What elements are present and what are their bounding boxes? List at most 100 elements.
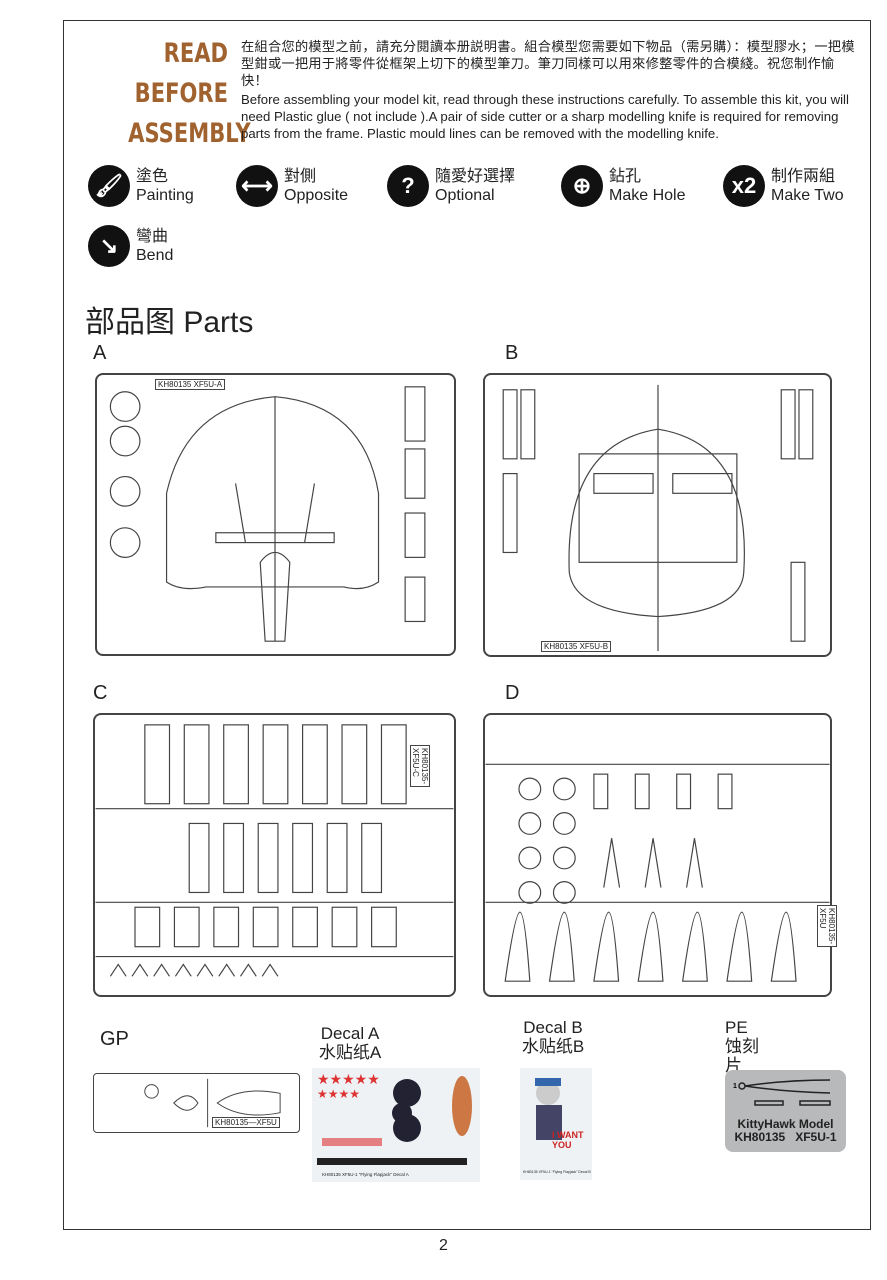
decal-a-label-zh: 水贴纸A: [318, 1043, 382, 1062]
sprue-d-tag: KH80135-XF5U: [817, 905, 837, 948]
sprue-part: [593, 773, 609, 810]
sprue-part: [686, 838, 703, 888]
sprue-part: [518, 846, 542, 870]
sprue-part: [173, 906, 200, 948]
legend-label-zh: 彎曲: [136, 228, 169, 245]
sprue-part: [252, 906, 279, 948]
sprue-part: [634, 773, 650, 810]
sprue-d-label: D: [505, 682, 520, 704]
legend-label-zh: 對側: [284, 168, 317, 185]
photo-etch-fret: 1 KittyHawk Model KH80135 XF5U-1: [725, 1070, 846, 1152]
sprue-part: [485, 763, 830, 903]
sprue-b-tag: KH80135 XF5U-B: [541, 641, 612, 652]
sprue-part: [518, 777, 542, 801]
sprue-part: [518, 881, 542, 904]
sprue-b-label: B: [505, 342, 519, 364]
pe-part-1: 1: [733, 1083, 737, 1090]
read-before-assembly-heading: READ BEFORE ASSEMBLY: [128, 34, 251, 154]
sprue-part: [637, 911, 664, 982]
sprue-part: [552, 777, 576, 801]
sprue-part: [331, 906, 358, 948]
legend-label-en: Make Hole: [609, 187, 686, 204]
decal-a-caption: KH80135 XF5U-1 "Flying Flapjack" Decal A: [322, 1172, 409, 1177]
sprue-part: [153, 963, 170, 977]
sprue-gp: KH80135—XF5U: [93, 1073, 300, 1133]
sprue-part: [644, 838, 662, 888]
decal-b-label-zh: 水贴纸B: [521, 1037, 585, 1056]
sprue-part: [239, 963, 257, 977]
sprue-part: [371, 906, 397, 948]
sprue-a-tag: KH80135 XF5U-A: [155, 379, 226, 390]
sprue-part: [213, 906, 240, 948]
sprue-part: [109, 963, 127, 977]
sprue-part: [552, 812, 576, 835]
sprue-part: [262, 724, 289, 805]
sprue-part: [144, 724, 171, 805]
legend-make-hole: ⊕ 鉆孔 Make Hole: [561, 165, 685, 207]
legend-label-en: Painting: [136, 187, 194, 204]
drill-icon: ⊕: [561, 165, 603, 207]
gp-label: GP: [100, 1028, 129, 1050]
sprue-part: [134, 906, 161, 948]
heading-assembly: ASSEMBLY: [128, 118, 251, 149]
heading-before: BEFORE: [134, 78, 228, 109]
decal-b-caption: KH80135 XF5U-1 "Flying Flapjack" Decal B: [523, 1170, 591, 1174]
sprue-part: [257, 822, 279, 894]
question-icon: ?: [387, 165, 429, 207]
heading-read: READ: [163, 38, 228, 69]
sprue-part: [131, 963, 149, 977]
sprue-c-tag: KH80135-XF5U-C: [410, 745, 430, 788]
sprue-part: [717, 773, 733, 810]
sprue-a: KH80135 XF5U-A: [95, 373, 456, 656]
intro-zh: 在組合您的模型之前，請充分閱讀本册説明書。組合模型您需要如下物品（需另購）：模型…: [241, 39, 855, 88]
sprue-c: KH80135-XF5U-C: [93, 713, 456, 997]
sprue-part: [603, 838, 621, 888]
legend-label-en: Optional: [435, 187, 495, 204]
sprue-b: KH80135 XF5U-B: [483, 373, 832, 657]
legend-label-zh: 隨愛好選擇: [435, 168, 516, 185]
legend-painting: 🖌 塗色 Painting: [88, 165, 194, 207]
x2-icon: x2: [723, 165, 765, 207]
sprue-part: [218, 963, 236, 977]
sprue-part: [361, 822, 383, 894]
brush-icon: 🖌: [88, 165, 130, 207]
sprue-part: [681, 911, 708, 982]
sprue-part: [593, 911, 620, 982]
legend-label-zh: 鉆孔: [609, 168, 642, 185]
sprue-part: [183, 724, 210, 805]
pe-code: KH80135: [734, 1130, 786, 1144]
decal-b-label-en: Decal B: [523, 1018, 583, 1037]
sprue-part: [223, 822, 245, 894]
pe-label-en: PE: [725, 1018, 748, 1037]
decal-a-label-en: Decal A: [320, 1024, 380, 1043]
sprue-part: [261, 963, 279, 977]
decal-sheet-a: ★★★★★★★★★ KH80135 XF5U-1 "Flying Flapjac…: [312, 1068, 480, 1182]
sprue-part: [326, 822, 348, 894]
pe-brand: KittyHawk Model: [737, 1117, 834, 1131]
sprue-part: [196, 963, 214, 977]
sprue-part: [552, 846, 576, 870]
pe-model: XF5U-1: [795, 1130, 837, 1144]
sprue-part: [174, 963, 192, 977]
svg-text:★★★★: ★★★★: [317, 1087, 360, 1101]
sprue-part: [188, 822, 210, 894]
sprue-part: [341, 724, 368, 805]
sprue-part: [726, 911, 753, 982]
double-arrow-icon: ⟷: [236, 165, 278, 207]
legend-opposite: ⟷ 對側 Opposite: [236, 165, 348, 207]
decal-sheet-b: I WANT YOU KH80135 XF5U-1 "Flying Flapja…: [520, 1068, 592, 1180]
legend-label-zh: 塗色: [136, 168, 169, 185]
pe-code-line: KH80135 XF5U-1: [725, 1131, 846, 1144]
sprue-part: [552, 881, 576, 904]
sprue-part: [518, 812, 542, 835]
page-number: 2: [439, 1237, 448, 1254]
sprue-c-label: C: [93, 682, 108, 704]
sprue-part: [770, 911, 797, 982]
legend-optional: ? 隨愛好選擇 Optional: [387, 165, 515, 207]
sprue-d: KH80135-XF5U: [483, 713, 837, 997]
sprue-part: [292, 906, 318, 948]
legend-label-en: Opposite: [284, 187, 349, 204]
